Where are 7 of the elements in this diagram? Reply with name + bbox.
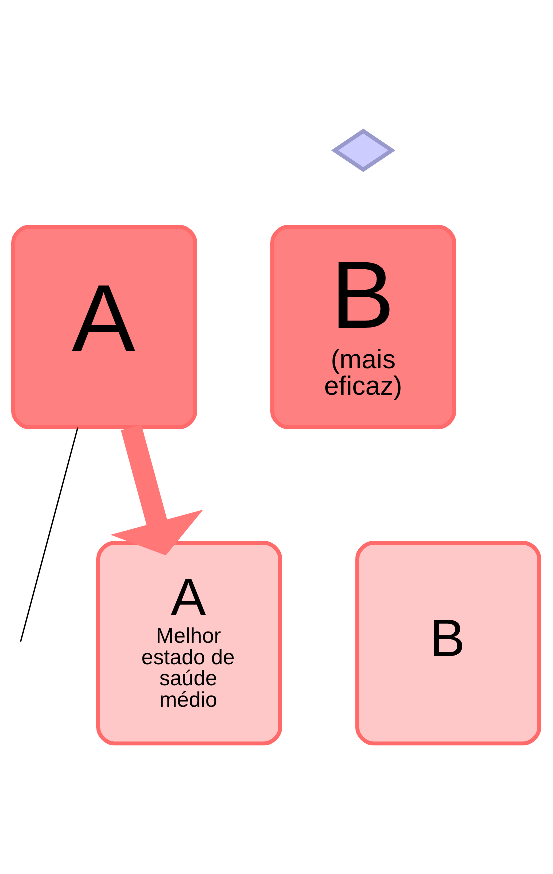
node-box: A [12, 224, 198, 430]
arrow [110, 424, 204, 556]
connector [20, 427, 79, 642]
node-box: B (mais eficaz) [270, 224, 456, 430]
node-box: B [356, 540, 542, 746]
node-box: A Melhor estado de saúde médio [96, 540, 282, 746]
node-diamond [331, 128, 396, 172]
